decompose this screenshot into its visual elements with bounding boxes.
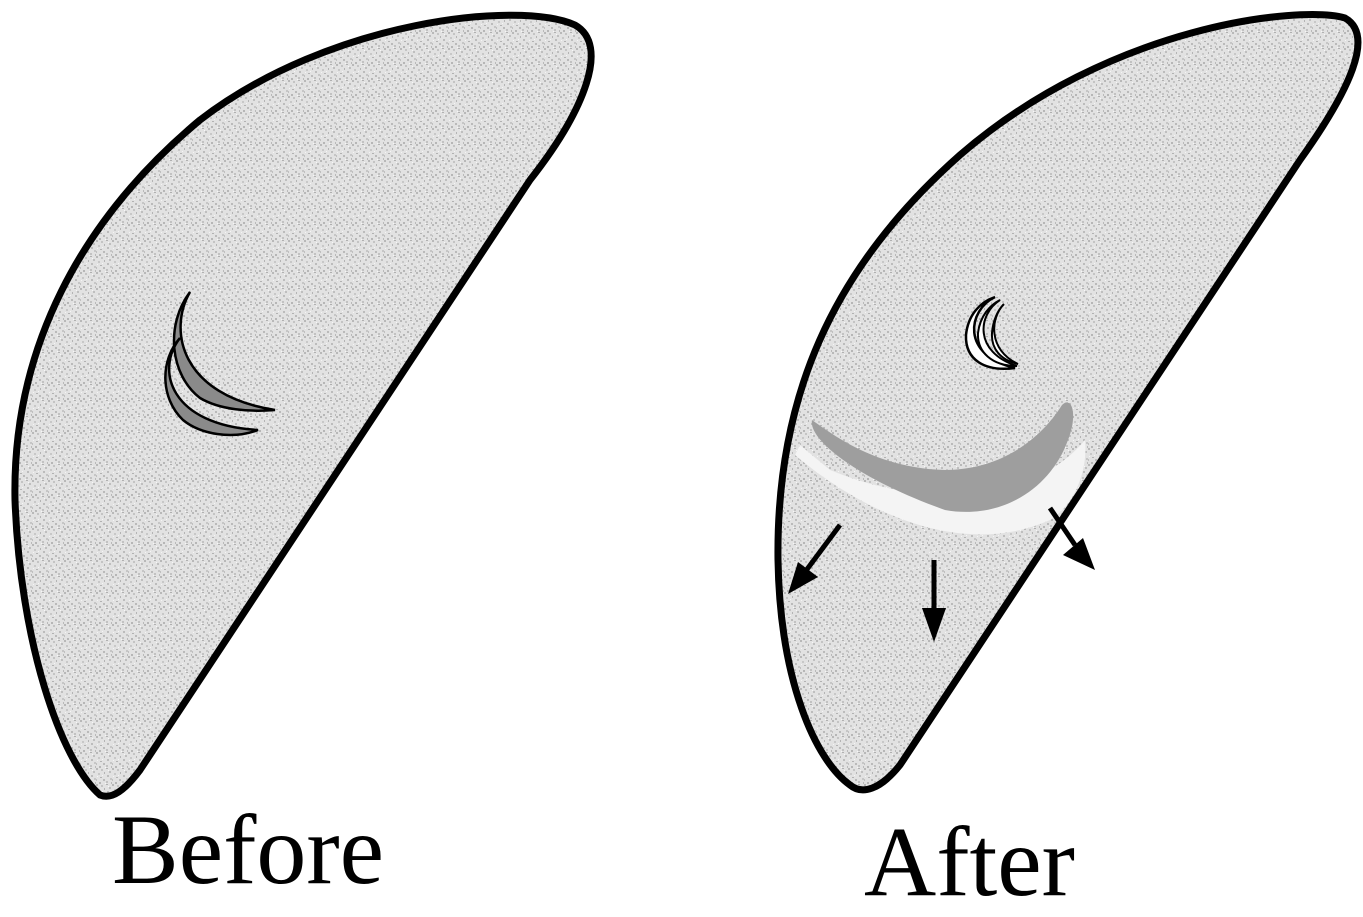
arrow-right-head — [1063, 538, 1095, 570]
after-organ-shape — [778, 15, 1358, 790]
before-label: Before — [112, 800, 384, 900]
after-panel — [778, 15, 1358, 790]
before-organ-shape — [15, 15, 591, 796]
after-label: After — [864, 812, 1075, 912]
before-panel — [15, 15, 591, 796]
